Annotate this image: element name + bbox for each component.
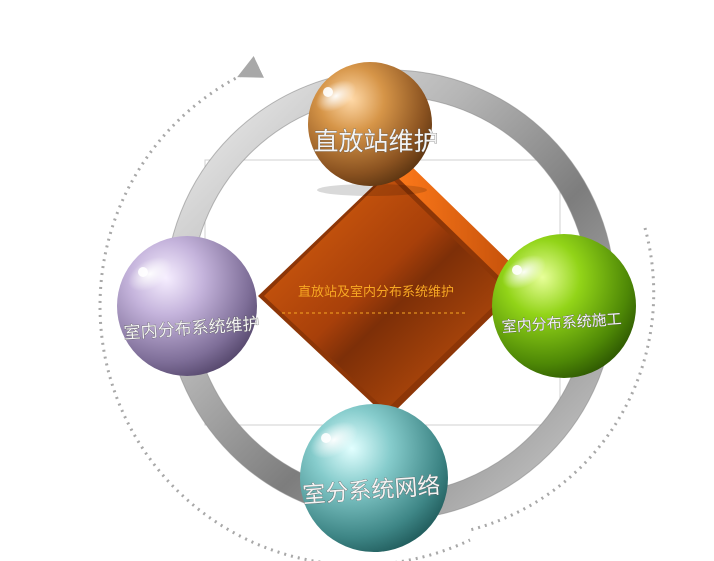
node-top-sphere: 直放站维护 xyxy=(308,62,439,196)
center-title: 直放站及室内分布系统维护 xyxy=(298,284,454,300)
center-diamond xyxy=(258,160,520,418)
node-top-label: 直放站维护 xyxy=(313,127,438,156)
node-bottom-sphere: 室分系统网络 xyxy=(300,404,448,552)
node-left-sphere: 室内分布系统维护 xyxy=(117,236,260,376)
cycle-arrow-right xyxy=(469,227,656,532)
cycle-arrow-left xyxy=(98,56,471,561)
node-right-sphere: 室内分布系统施工 xyxy=(492,234,636,378)
